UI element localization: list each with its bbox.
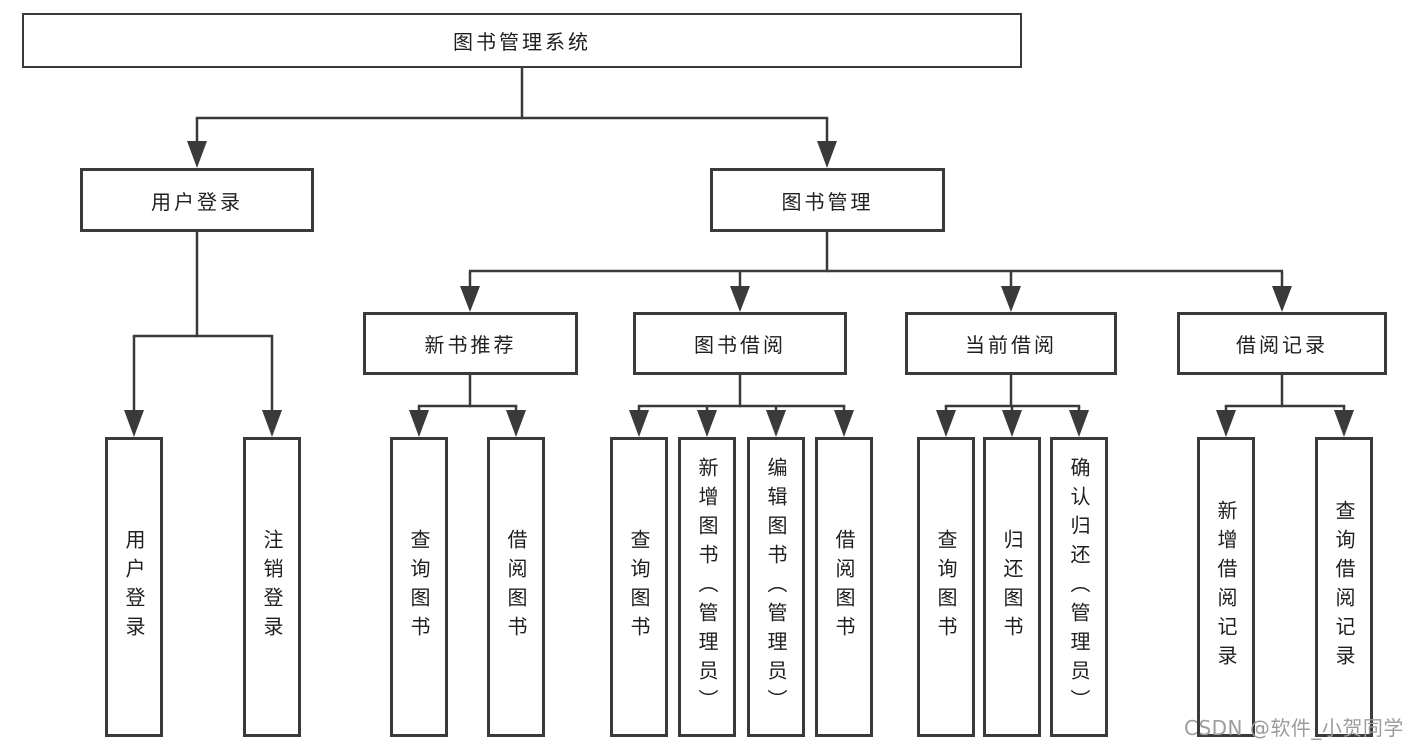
- node-label: 图书管理系统: [453, 30, 591, 54]
- arrow-down-icon: [262, 410, 282, 437]
- arrow-down-icon: [1334, 410, 1354, 437]
- leaf-user-login: 用户登录: [105, 437, 163, 737]
- arrow-down-icon: [730, 286, 750, 312]
- leaf-query-book-recommend: 查询图书: [390, 437, 448, 737]
- connector-root-to-level2: [187, 68, 837, 168]
- arrow-down-icon: [187, 141, 207, 168]
- arrow-down-icon: [1272, 286, 1292, 312]
- arrow-down-icon: [629, 410, 649, 437]
- arrow-down-icon: [409, 410, 429, 437]
- arrow-down-icon: [1216, 410, 1236, 437]
- node-label: 新书推荐: [424, 333, 517, 357]
- leaf-add-book-admin: 新增图书（管理员）: [678, 437, 736, 737]
- connector-book-management-to-level3: [460, 232, 1292, 312]
- connector-current-borrow-to-leaves: [936, 375, 1089, 437]
- leaf-label: 新增图书（管理员）: [695, 456, 719, 718]
- arrow-down-icon: [834, 410, 854, 437]
- leaf-label: 查询图书: [407, 529, 431, 645]
- node-label: 用户登录: [151, 189, 243, 214]
- arrow-down-icon: [817, 141, 837, 168]
- leaf-label: 查询借阅记录: [1332, 500, 1356, 674]
- node-label: 图书借阅: [694, 333, 786, 357]
- node-borrow-records: 借阅记录: [1177, 312, 1387, 375]
- leaf-label: 归还图书: [1000, 529, 1024, 645]
- leaf-confirm-return-admin: 确认归还（管理员）: [1050, 437, 1108, 737]
- arrow-down-icon: [1069, 410, 1089, 437]
- leaf-logout: 注销登录: [243, 437, 301, 737]
- node-book-management: 图书管理: [710, 168, 945, 232]
- leaf-label: 用户登录: [122, 529, 146, 645]
- arrow-down-icon: [460, 286, 480, 312]
- leaf-add-borrow-record: 新增借阅记录: [1197, 437, 1255, 737]
- leaf-label: 新增借阅记录: [1214, 500, 1238, 674]
- leaf-label: 编辑图书（管理员）: [764, 456, 788, 718]
- leaf-label: 借阅图书: [832, 529, 856, 645]
- connector-user-login-to-leaves: [124, 232, 282, 437]
- node-library-management-system: 图书管理系统: [22, 13, 1022, 68]
- arrow-down-icon: [697, 410, 717, 437]
- node-current-borrow: 当前借阅: [905, 312, 1117, 375]
- arrow-down-icon: [766, 410, 786, 437]
- arrow-down-icon: [1001, 286, 1021, 312]
- leaf-label: 查询图书: [627, 529, 651, 645]
- leaf-query-book-borrow: 查询图书: [610, 437, 668, 737]
- connector-borrow-records-to-leaves: [1216, 375, 1354, 437]
- leaf-label: 借阅图书: [504, 529, 528, 645]
- leaf-label: 注销登录: [260, 529, 284, 645]
- leaf-label: 查询图书: [934, 529, 958, 645]
- connector-book-borrow-to-leaves: [629, 375, 854, 437]
- node-book-borrow: 图书借阅: [633, 312, 847, 375]
- node-label: 图书管理: [781, 189, 874, 214]
- node-label: 借阅记录: [1236, 333, 1328, 357]
- arrow-down-icon: [1002, 410, 1022, 437]
- node-label: 当前借阅: [965, 333, 1057, 357]
- leaf-borrow-book: 借阅图书: [815, 437, 873, 737]
- leaf-label: 确认归还（管理员）: [1067, 456, 1091, 718]
- arrow-down-icon: [936, 410, 956, 437]
- leaf-return-book: 归还图书: [983, 437, 1041, 737]
- leaf-query-borrow-record: 查询借阅记录: [1315, 437, 1373, 737]
- csdn-watermark: CSDN @软件_小贺同学: [1184, 716, 1404, 740]
- arrow-down-icon: [124, 410, 144, 437]
- node-user-login: 用户登录: [80, 168, 314, 232]
- leaf-borrow-book-recommend: 借阅图书: [487, 437, 545, 737]
- leaf-query-book-current: 查询图书: [917, 437, 975, 737]
- node-new-book-recommend: 新书推荐: [363, 312, 578, 375]
- arrow-down-icon: [506, 410, 526, 437]
- leaf-edit-book-admin: 编辑图书（管理员）: [747, 437, 805, 737]
- connector-new-book-recommend-to-leaves: [409, 375, 526, 437]
